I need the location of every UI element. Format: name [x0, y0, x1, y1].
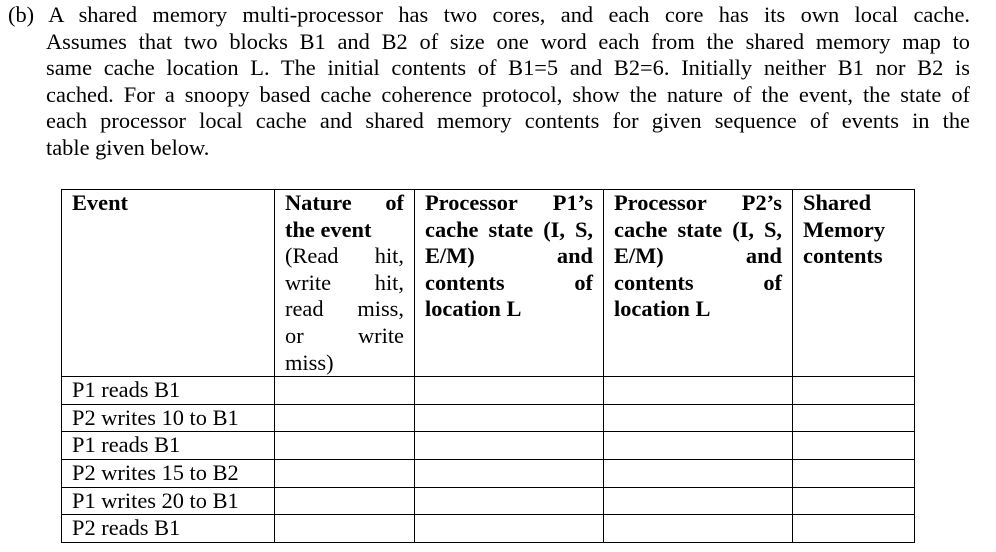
- question-line: cached. For a snoopy based cache coheren…: [46, 81, 970, 107]
- header-event: Event: [61, 188, 275, 378]
- p2-state-cell[interactable]: [603, 486, 793, 516]
- header-memory-line: contents: [803, 243, 883, 269]
- p2-state-cell[interactable]: [603, 431, 793, 460]
- nature-cell[interactable]: [274, 486, 415, 516]
- table-row: P1 writes 20 to B1: [61, 486, 915, 516]
- table-row: P2 writes 10 to B1: [61, 403, 915, 433]
- header-p2-line: contents of: [614, 269, 782, 295]
- question-line: each processor local cache and shared me…: [46, 108, 970, 134]
- header-p1-line: location L: [425, 296, 522, 322]
- question-line: (b) A shared memory multi-processor has …: [8, 2, 970, 27]
- nature-cell[interactable]: [274, 403, 415, 433]
- event-cell: P2 reads B1: [61, 514, 275, 543]
- header-p2-line: Processor P2’s: [614, 190, 782, 215]
- memory-cell[interactable]: [792, 514, 915, 543]
- event-cell: P1 reads B1: [61, 431, 275, 460]
- header-p2-line: cache state (I, S,: [614, 216, 782, 242]
- question-line: same cache location L. The initial conte…: [46, 55, 970, 81]
- header-p1-line: Processor P1’s: [425, 190, 593, 215]
- header-nature-subline: write hit,: [285, 269, 404, 295]
- p1-state-cell[interactable]: [414, 486, 604, 516]
- question-line: Assumes that two blocks B1 and B2 of siz…: [46, 28, 970, 54]
- event-cell: P1 writes 20 to B1: [61, 486, 275, 516]
- header-nature-subline: or write: [285, 322, 404, 348]
- memory-cell[interactable]: [792, 403, 915, 433]
- header-nature-subline: read miss,: [285, 296, 404, 322]
- event-cell: P2 writes 10 to B1: [61, 403, 275, 433]
- table-row: P2 reads B1: [61, 514, 915, 543]
- header-p2: Processor P2’s cache state (I, S, E/M) a…: [603, 188, 793, 378]
- header-p1-line: contents of: [425, 269, 593, 295]
- p1-state-cell[interactable]: [414, 376, 604, 405]
- p2-state-cell[interactable]: [603, 458, 793, 488]
- table-row: P2 writes 15 to B2: [61, 458, 915, 488]
- header-p1: Processor P1’s cache state (I, S, E/M) a…: [414, 188, 604, 378]
- nature-cell[interactable]: [274, 376, 415, 405]
- header-nature: Nature of the event (Read hit, write hit…: [274, 188, 415, 378]
- event-cell: P1 reads B1: [61, 376, 275, 405]
- header-event-label: Event: [72, 190, 128, 215]
- header-memory-line: Shared: [803, 190, 872, 215]
- p2-state-cell[interactable]: [603, 403, 793, 433]
- events-table: Event Nature of the event (Read hit, wri…: [61, 188, 915, 543]
- header-p2-line: E/M) and: [614, 243, 782, 269]
- question-line: table given below.: [46, 134, 210, 160]
- event-cell: P2 writes 15 to B2: [61, 458, 275, 488]
- p1-state-cell[interactable]: [414, 458, 604, 488]
- memory-cell[interactable]: [792, 486, 915, 516]
- p1-state-cell[interactable]: [414, 403, 604, 433]
- header-nature-line: the event: [285, 216, 372, 242]
- memory-cell[interactable]: [792, 458, 915, 488]
- header-nature-line: Nature of: [285, 190, 404, 215]
- p2-state-cell[interactable]: [603, 514, 793, 543]
- nature-cell[interactable]: [274, 514, 415, 543]
- table-header-row: Event Nature of the event (Read hit, wri…: [61, 188, 915, 378]
- header-memory-line: Memory: [803, 216, 886, 242]
- p2-state-cell[interactable]: [603, 376, 793, 405]
- memory-cell[interactable]: [792, 376, 915, 405]
- header-nature-subline: miss): [285, 349, 334, 375]
- header-p1-line: E/M) and: [425, 243, 593, 269]
- nature-cell[interactable]: [274, 458, 415, 488]
- table-row: P1 reads B1: [61, 376, 915, 405]
- table-row: P1 reads B1: [61, 431, 915, 460]
- p1-state-cell[interactable]: [414, 514, 604, 543]
- header-p1-line: cache state (I, S,: [425, 216, 593, 242]
- memory-cell[interactable]: [792, 431, 915, 460]
- nature-cell[interactable]: [274, 431, 415, 460]
- header-memory: Shared Memory contents: [792, 188, 915, 378]
- header-nature-subline: (Read hit,: [285, 243, 404, 269]
- p1-state-cell[interactable]: [414, 431, 604, 460]
- header-p2-line: location L: [614, 296, 711, 322]
- question-text: (b) A shared memory multi-processor has …: [8, 2, 970, 162]
